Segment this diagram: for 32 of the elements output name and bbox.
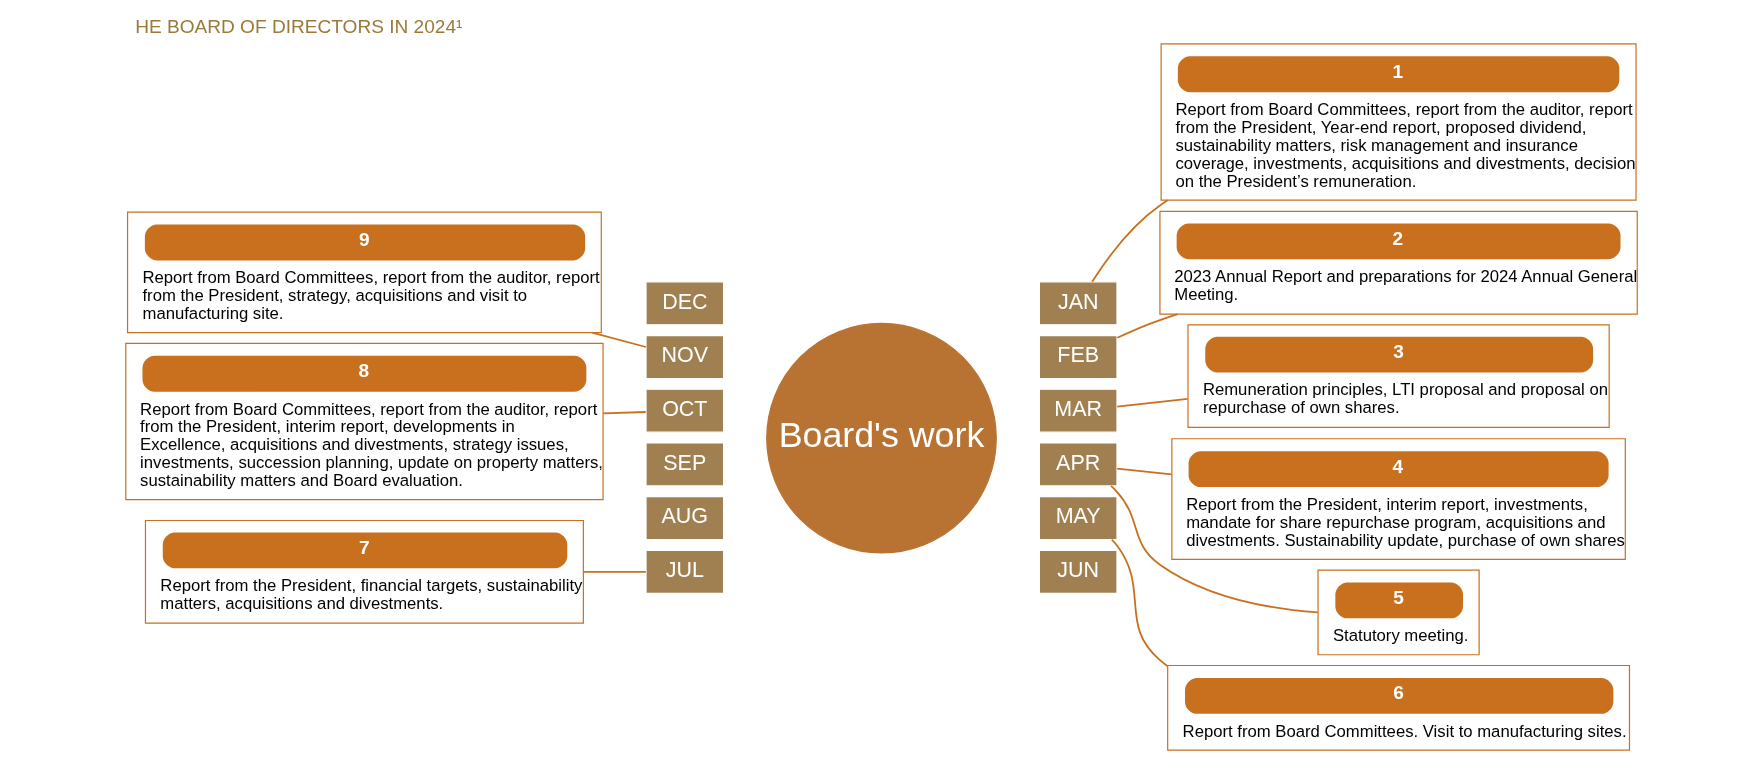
node-box: 5 Statutory meeting. <box>1317 569 1480 656</box>
connector <box>1116 313 1179 339</box>
node-box: OCT <box>645 388 725 433</box>
node-box: MAR <box>1038 388 1118 433</box>
node-box: 7 Report from the President, financial targets, sustainability matters, acquisitions and divestments. <box>144 519 584 624</box>
connector <box>591 331 647 348</box>
node-box: MAY <box>1038 496 1118 541</box>
connector <box>602 411 647 415</box>
node-box: 3 Remuneration principles, LTI proposal and proposal on repurchase of own shares. <box>1187 324 1610 429</box>
diagram-title: HE BOARD OF DIRECTORS IN 2024¹ <box>135 15 463 37</box>
node-box: NOV <box>645 334 725 380</box>
node-circle: Board's work <box>766 322 997 554</box>
connector <box>1116 467 1173 476</box>
node-box: AUG <box>645 496 725 541</box>
node-box: DEC <box>645 281 725 326</box>
node-box: JUL <box>645 549 725 594</box>
node-box: SEP <box>645 442 725 487</box>
connector <box>582 570 647 573</box>
node-box: 2 2023 Annual Report and preparations for 2024 Annual General Meeting. <box>1159 210 1638 315</box>
node-box: 1 Report from Board Committees, report from the auditor, report from the President, Year-end report, proposed dividend, sustainability matters, risk management and insurance coverage, investments, acquisitions and divestments, decision on the President’s remuneration. <box>1160 43 1637 201</box>
connector <box>1110 485 1319 614</box>
node-box: JAN <box>1038 281 1118 326</box>
node-box: APR <box>1038 442 1118 487</box>
connector <box>1116 398 1189 408</box>
node-box: 9 Report from Board Committees, report from the auditor, report from the President, strategy, acquisitions and visit to manufacturing site. <box>126 211 602 334</box>
connector <box>1091 199 1169 283</box>
node-box: JUN <box>1038 549 1118 594</box>
node-box: 6 Report from Board Committees. Visit to manufacturing sites. <box>1167 664 1631 751</box>
node-box: FEB <box>1038 334 1118 380</box>
connector <box>1110 538 1169 667</box>
node-box: 8 Report from Board Committees, report from the auditor, report from the President, interim report, developments in Excellence, acquisitions and divestments, strategy issues, investments, succession planning, update on property matters, sustainability matters and Board evaluation. <box>125 342 604 501</box>
node-box: 4 Report from the President, interim report, investments, mandate for share repurchase program, acquisitions and divestments. Sustainability update, purchase of own shares <box>1171 438 1626 560</box>
